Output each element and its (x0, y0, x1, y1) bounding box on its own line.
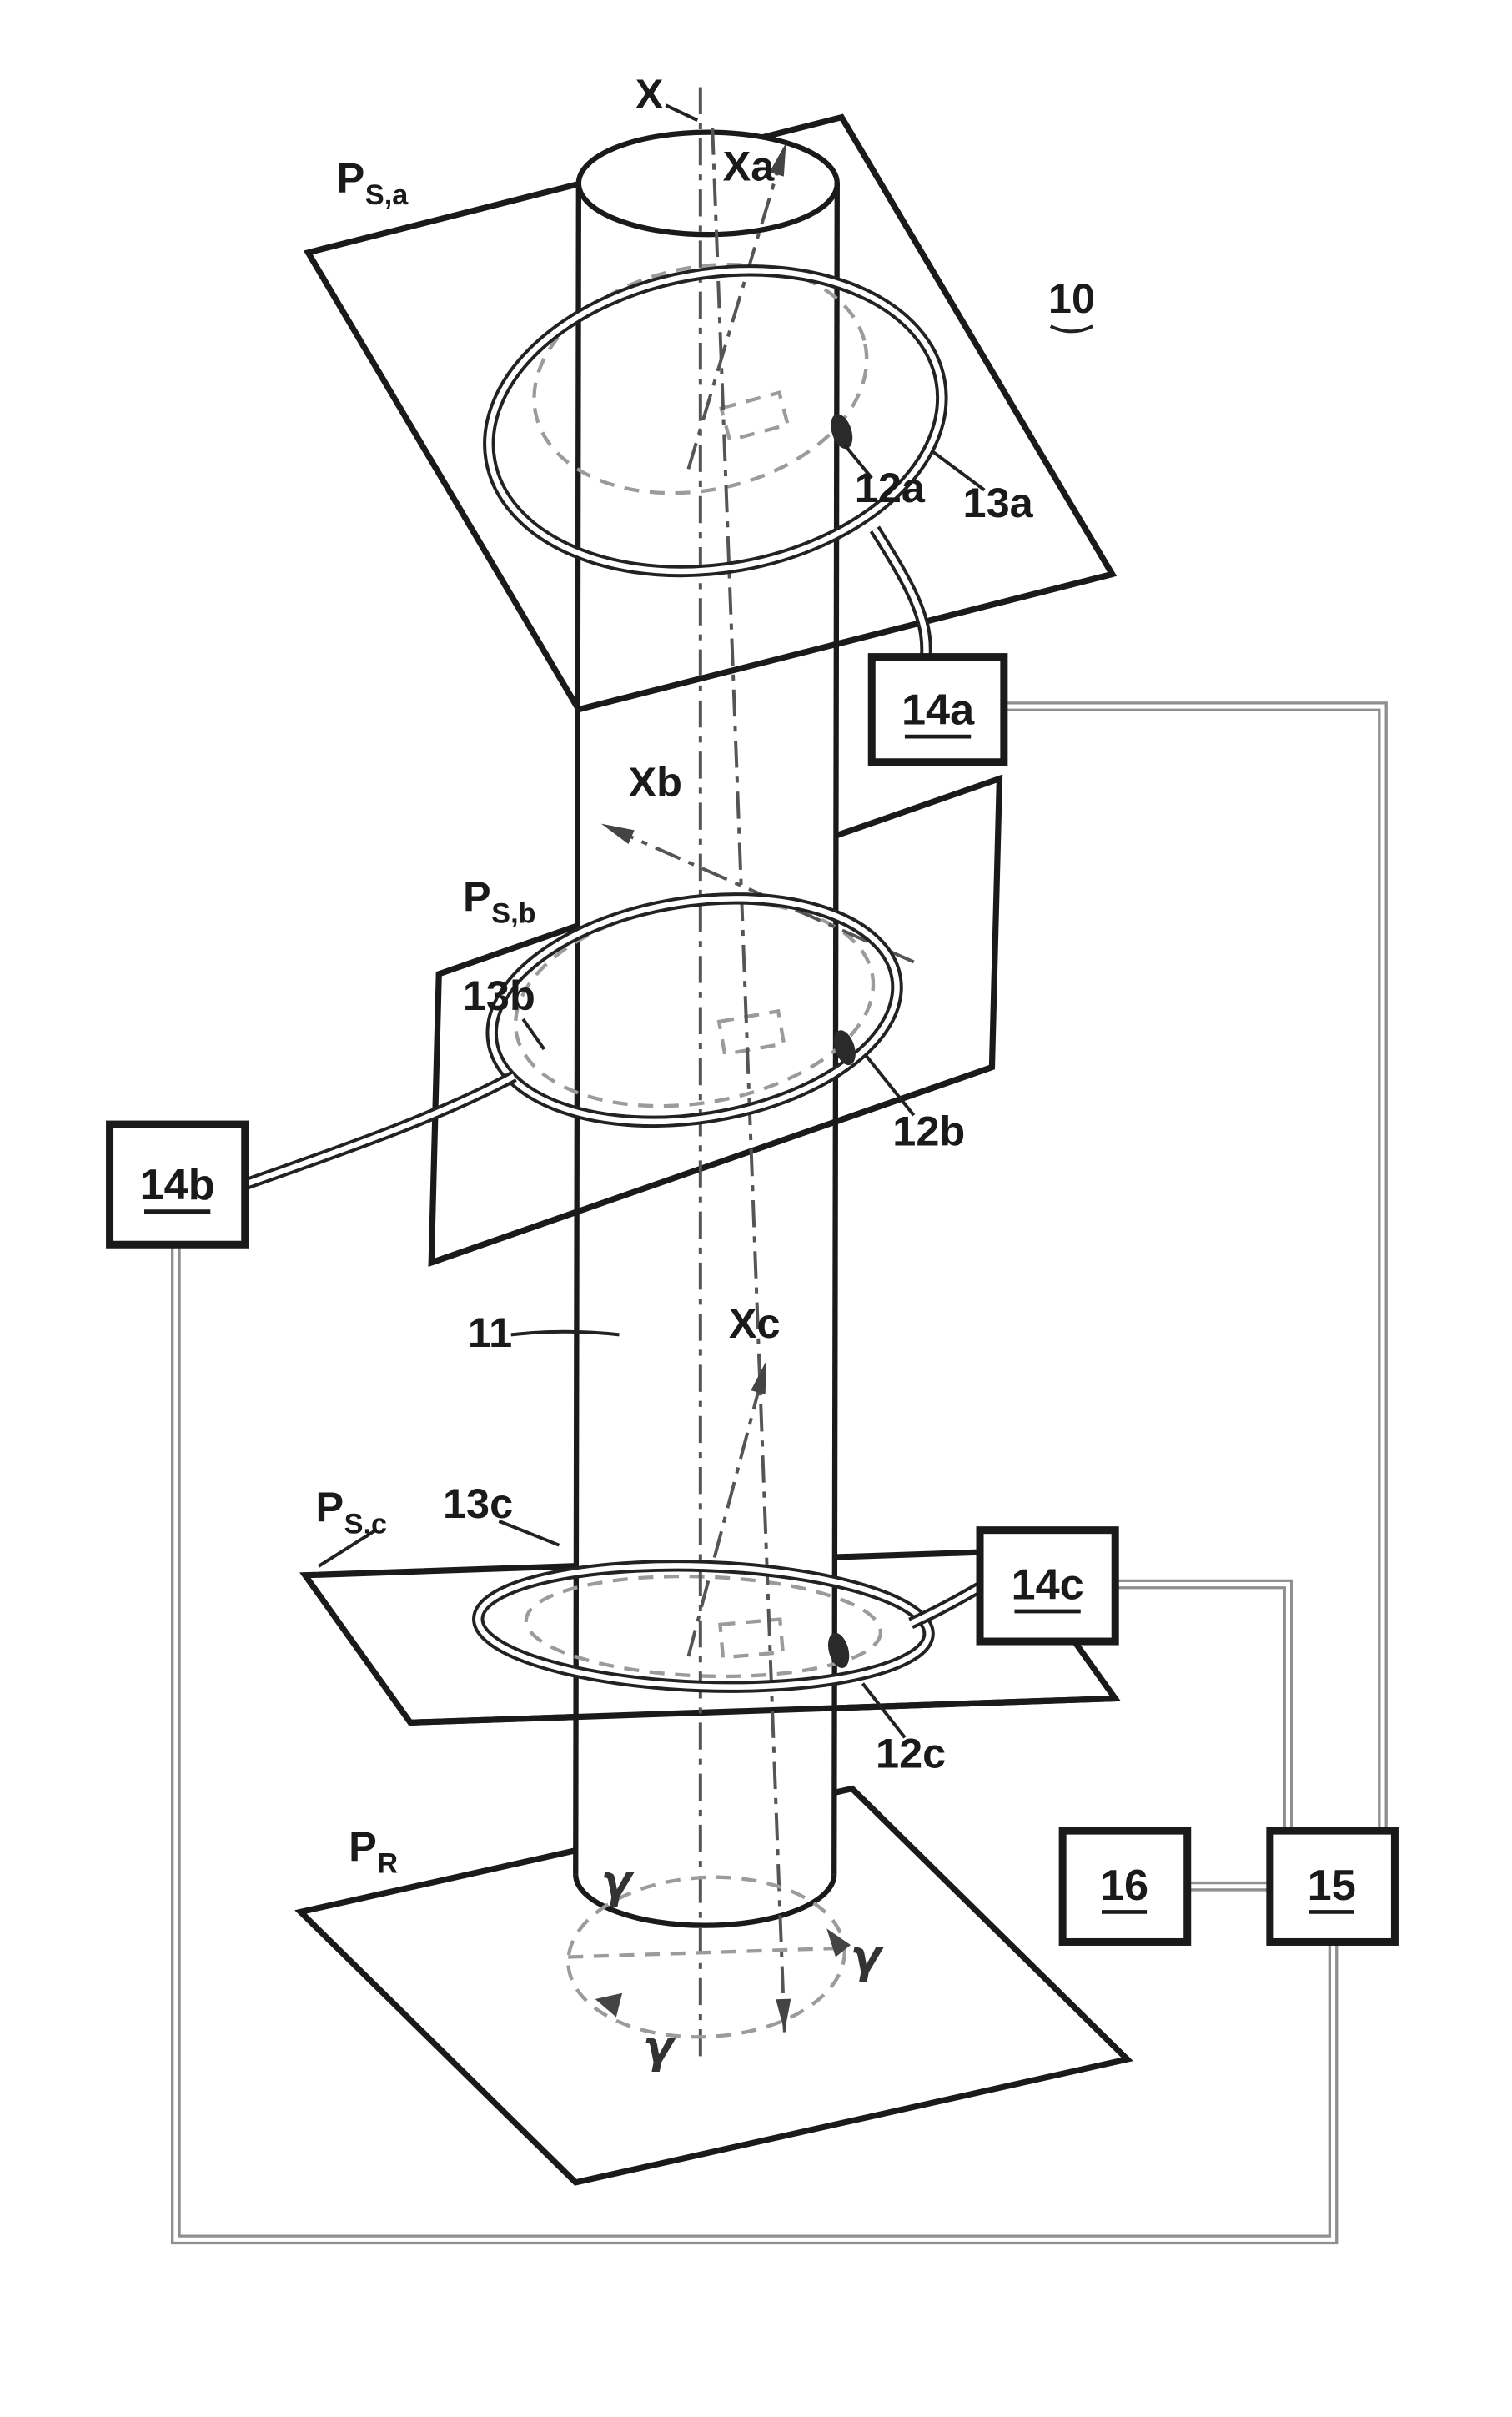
sensor-element-12b (833, 1030, 856, 1066)
wire-14c-to-15 (1115, 1579, 1293, 1832)
label-ref-13a: 13a (963, 479, 1034, 526)
wiring-harness (170, 701, 1388, 2245)
base-dashed-diameter (568, 1946, 845, 1959)
label-ref-11: 11 (468, 1309, 512, 1356)
leader-12b (864, 1053, 916, 1117)
leader-13a (931, 450, 986, 492)
label-ref-12c: 12c (876, 1729, 946, 1776)
label-psc-main: P (315, 1483, 344, 1530)
coil-13c (472, 1560, 983, 1693)
cylinder-axis-line (711, 128, 786, 2033)
connector-box-14b: 14b (106, 1120, 249, 1249)
box-14c-outline (976, 1526, 1119, 1646)
label-psa-sub: S,a (365, 179, 409, 211)
axis-xc-arrowhead (751, 1360, 767, 1394)
box-16-outline (1058, 1827, 1192, 1946)
coil-13a (483, 264, 948, 658)
label-ref-13b: 13b (463, 972, 535, 1019)
label-axis-xc: Xc (729, 1299, 781, 1347)
coil-13a-leads-core (872, 527, 929, 657)
coil-13b (243, 892, 903, 1190)
label-plane-psc: P S,c (315, 1483, 387, 1540)
coil-13b-loop-core (489, 896, 900, 1125)
wire-14c-to-15-core (1115, 1582, 1290, 1832)
label-ref-13c: 13c (443, 1480, 513, 1527)
label-psb-main: P (463, 872, 491, 920)
coil-13b-leads-core (244, 1073, 515, 1188)
box-15-label: 15 (1308, 1862, 1356, 1910)
wire-14b-to-15-core (173, 1244, 1336, 2242)
label-pr-sub: R (377, 1848, 398, 1880)
wire-14a-to-15-core (1003, 704, 1385, 1832)
axis-element-b-dashed (716, 1008, 786, 1057)
underline-10 (1049, 324, 1094, 334)
leader-12c (861, 1682, 907, 1739)
axis-xb-line (600, 822, 915, 964)
cylinder-right-edge (831, 183, 840, 1875)
leader-13c (498, 1520, 560, 1547)
leader-12a (843, 444, 873, 480)
unit-box-15: 15 (1266, 1827, 1399, 1946)
connector-box-14c: 14c (976, 1526, 1119, 1646)
leader-psc (318, 1528, 377, 1568)
rotation-arrowhead-right (826, 1928, 851, 1957)
label-ref-12a: 12a (855, 464, 926, 511)
label-gamma-1: γ (600, 1855, 634, 1907)
cylinder-top-rim-back (575, 129, 840, 183)
box-14c-label: 14c (1012, 1561, 1084, 1610)
axis-xb-arrowhead (600, 823, 635, 844)
label-gamma-2: γ (851, 1931, 884, 1983)
label-psb-sub: S,b (491, 898, 535, 930)
leader-x (665, 103, 699, 123)
label-psa-main: P (337, 154, 365, 202)
label-plane-psb: P S,b (463, 872, 536, 929)
label-axis-x: X (635, 70, 664, 118)
cylinder-axis-arrowhead (776, 1998, 791, 2033)
rotation-arrowhead-left (595, 1992, 623, 2018)
axis-xa-arrowhead (769, 143, 786, 177)
label-ref-10: 10 (1048, 274, 1095, 322)
connector-box-14a: 14a (867, 653, 1008, 766)
leader-11 (510, 1329, 620, 1337)
cylinder-left-edge (573, 183, 581, 1875)
box-15-outline (1266, 1827, 1399, 1946)
sensor-element-12a (831, 414, 853, 450)
cylinder-top-rim-front (575, 183, 840, 238)
plane-psa-front-edge (577, 570, 1113, 713)
base-rotation-indicator (566, 1875, 851, 2039)
label-axis-xa: Xa (723, 142, 776, 189)
label-psc-sub: S,c (344, 1508, 387, 1540)
cylinder-fill (575, 132, 837, 1926)
label-pr-main: P (349, 1822, 377, 1870)
sensor-element-12c (827, 1632, 850, 1668)
plane-psc-front-edge (409, 1695, 1116, 1726)
coil-13c-loop-core (475, 1563, 932, 1690)
coil-13c-leads-core (909, 1585, 982, 1626)
label-plane-psa: P S,a (337, 154, 409, 211)
axis-element-c-dashed (718, 1617, 786, 1660)
label-ref-12b: 12b (892, 1107, 965, 1154)
plane-psb-front-edge (430, 1064, 993, 1266)
cylinder-bottom-rim (573, 1874, 837, 1928)
box-14a-outline (867, 653, 1008, 766)
box-16-label: 16 (1100, 1862, 1148, 1910)
coil-13a-loop-core (486, 268, 945, 575)
label-plane-pr: P R (349, 1822, 398, 1879)
unit-box-16: 16 (1058, 1827, 1192, 1946)
leader-lines (318, 103, 1094, 1739)
label-axis-xb: Xb (629, 758, 682, 806)
cylinder-body (573, 129, 840, 1928)
coil-a-section-dashed-ellipse (532, 262, 869, 495)
leader-13b (521, 1018, 546, 1051)
box-14a-label: 14a (902, 686, 975, 735)
box-14b-outline (106, 1120, 249, 1249)
box-14b-label: 14b (140, 1161, 215, 1209)
axis-xa-line (686, 142, 788, 470)
label-gamma-3: γ (643, 2021, 676, 2073)
